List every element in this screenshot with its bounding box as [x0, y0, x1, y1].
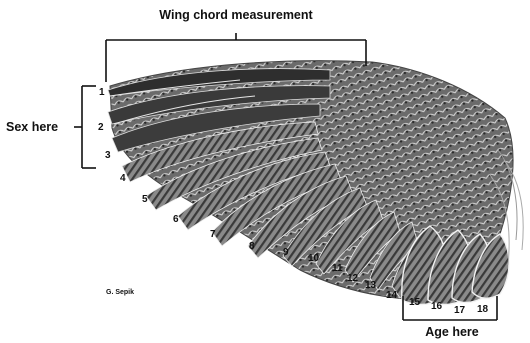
feather-number-18: 18: [477, 304, 489, 315]
feather-number-5: 5: [142, 194, 148, 205]
feather-number-15: 15: [409, 297, 421, 308]
sex-caption: Sex here: [6, 120, 58, 134]
age-caption: Age here: [425, 325, 479, 339]
feather-number-11: 11: [332, 263, 343, 274]
wing-illustration: [108, 61, 523, 305]
sex-bracket: [74, 86, 96, 168]
feather-number-9: 9: [283, 247, 289, 258]
feather-number-3: 3: [105, 150, 111, 161]
feather-number-4: 4: [120, 173, 126, 184]
feather-number-10: 10: [308, 253, 320, 264]
feather-number-16: 16: [431, 301, 443, 312]
feather-number-7: 7: [210, 229, 216, 240]
feather-number-17: 17: [454, 305, 466, 316]
feather-number-12: 12: [347, 273, 359, 284]
feather-number-1: 1: [99, 87, 105, 98]
illustration-credit: G. Sepik: [106, 289, 134, 296]
feather-number-8: 8: [249, 241, 255, 252]
feather-number-6: 6: [173, 214, 179, 225]
wing-chord-caption: Wing chord measurement: [159, 8, 313, 22]
feather-number-2: 2: [98, 122, 104, 133]
feather-number-13: 13: [365, 280, 377, 291]
feather-number-14: 14: [386, 290, 398, 301]
